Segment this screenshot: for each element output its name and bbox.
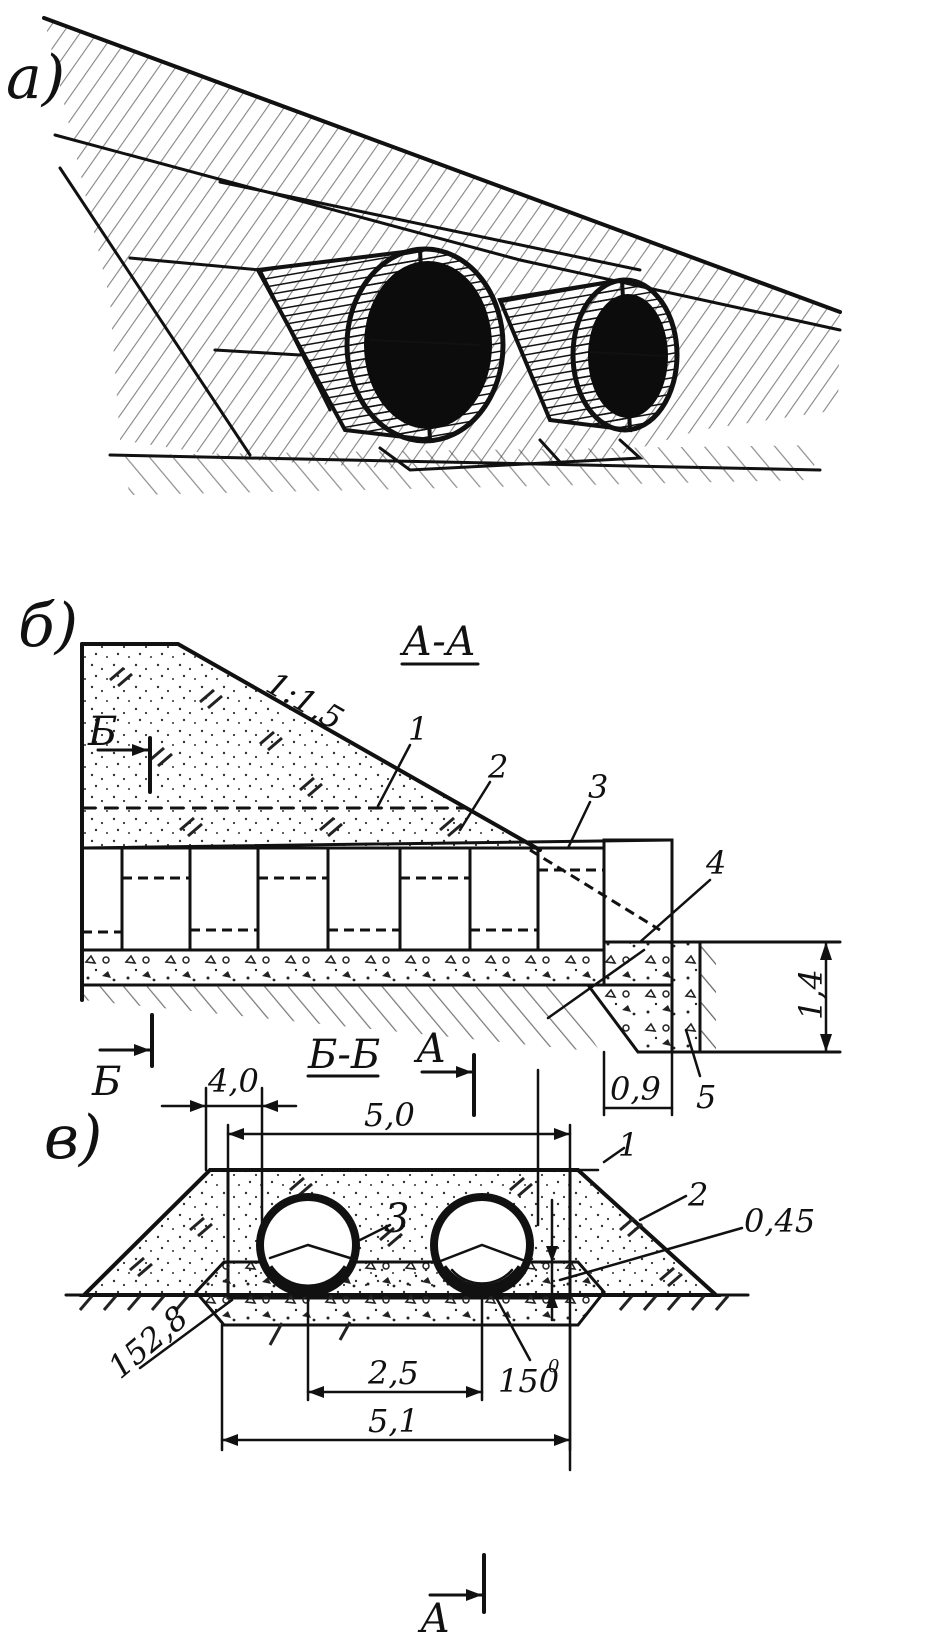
callout-bb-3: 3	[384, 1196, 409, 1242]
callout-aa-5: 5	[696, 1078, 716, 1116]
callout-aa-1: 1	[408, 710, 428, 748]
angle-unit: 0	[548, 1356, 559, 1377]
right-pipe	[497, 277, 680, 433]
dim-apron-width: 0,9	[610, 1070, 661, 1108]
dim-wall: 0,45	[744, 1202, 815, 1240]
cut-mark-b-top: Б	[87, 709, 117, 755]
left-pipe	[254, 246, 506, 444]
cut-mark-b-bottom: Б	[91, 1059, 121, 1105]
dim-top: 4,0	[207, 1062, 259, 1100]
section-aa-title: А-А	[399, 619, 476, 665]
section-bb-drawing	[64, 1053, 750, 1614]
cut-mark-a-top: А	[413, 1026, 446, 1072]
callout-aa-4: 4	[705, 844, 726, 882]
angle-value: 150	[498, 1362, 559, 1400]
callout-aa-3: 3	[588, 768, 608, 806]
section-bb-title: Б-Б	[307, 1032, 380, 1078]
dim-width: 5,0	[364, 1096, 415, 1134]
panel-label-v: в)	[44, 1103, 102, 1173]
callout-bb-1: 1	[618, 1126, 638, 1164]
dim-side: 152,8	[101, 1298, 196, 1386]
callout-bb-2: 2	[687, 1176, 708, 1214]
section-aa-drawing	[80, 642, 842, 1117]
dim-spacing: 2,5	[367, 1354, 419, 1392]
cut-mark-a-bottom: А	[417, 1596, 450, 1641]
dim-base: 5,1	[368, 1402, 419, 1440]
perspective-sketch	[42, 16, 842, 495]
panel-label-b: б)	[18, 591, 78, 661]
callout-aa-2: 2	[487, 748, 508, 786]
dim-height: 1,4	[792, 969, 830, 1020]
